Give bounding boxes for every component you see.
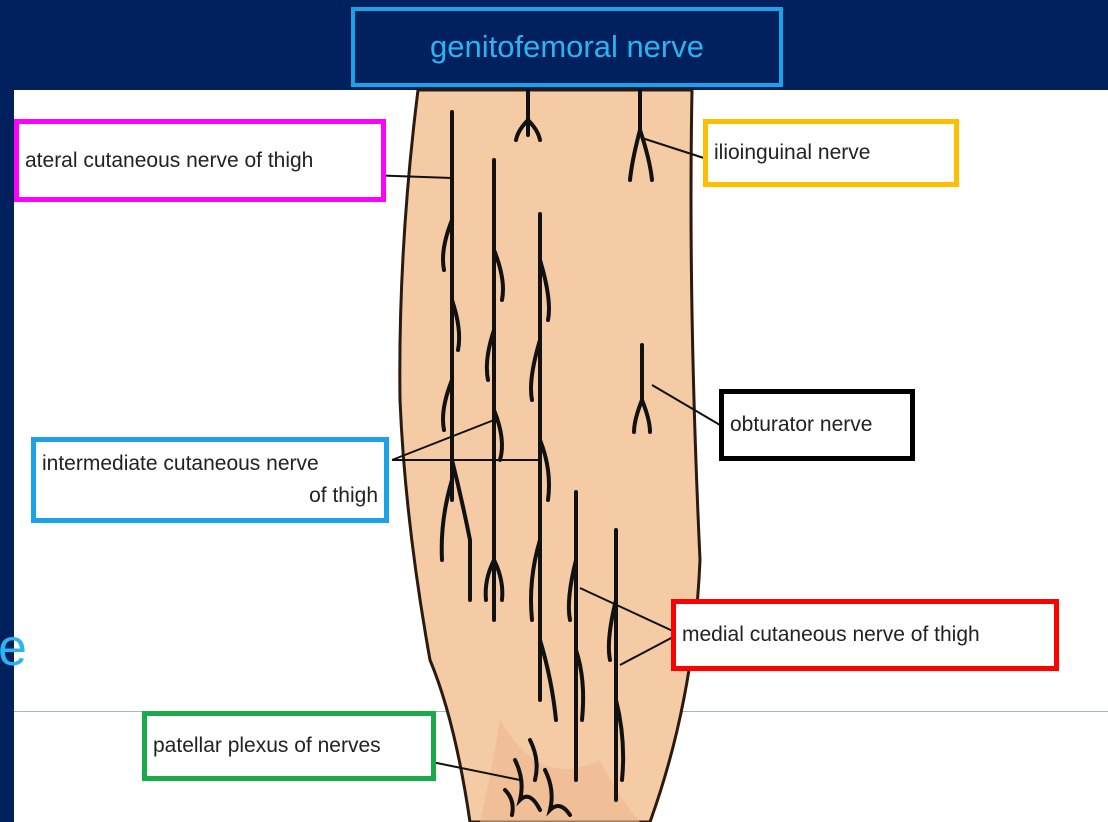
thigh-skin <box>400 90 700 822</box>
label-lateral-cutaneous-nerve: ateral cutaneous nerve of thigh <box>14 119 386 202</box>
label-obturator-text: obturator nerve <box>730 413 872 437</box>
label-patellar-plexus: patellar plexus of nerves <box>142 711 436 781</box>
label-intermediate-line1: intermediate cutaneous nerve <box>42 448 378 480</box>
label-lateral-text: ateral cutaneous nerve of thigh <box>25 149 313 173</box>
title-box: genitofemoral nerve <box>351 7 783 87</box>
label-obturator-nerve: obturator nerve <box>719 389 915 461</box>
label-medial-cutaneous-nerve: medial cutaneous nerve of thigh <box>671 599 1059 671</box>
stray-title-glyph: e <box>0 622 27 674</box>
label-intermediate-line2: of thigh <box>42 480 378 512</box>
title-text: genitofemoral nerve <box>430 29 704 65</box>
label-patellar-text: patellar plexus of nerves <box>153 734 381 758</box>
label-medial-text: medial cutaneous nerve of thigh <box>682 623 980 647</box>
label-intermediate-cutaneous-nerve: intermediate cutaneous nerve of thigh <box>31 437 389 523</box>
label-ilioinguinal-text: ilioinguinal nerve <box>714 141 870 165</box>
label-ilioinguinal-nerve: ilioinguinal nerve <box>703 119 959 187</box>
